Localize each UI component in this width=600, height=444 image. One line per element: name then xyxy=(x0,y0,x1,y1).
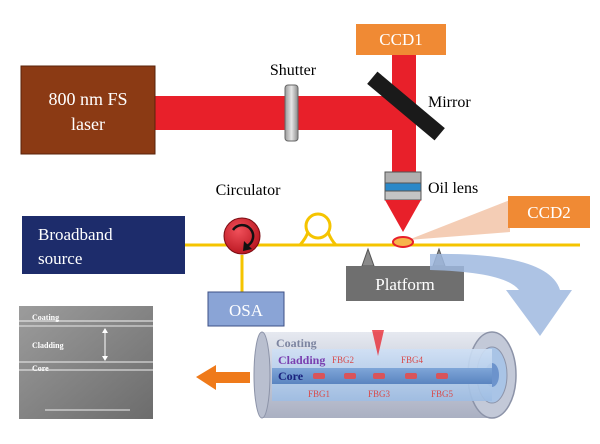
laser-label-line1: 800 nm FS xyxy=(48,89,127,109)
fiber-loop-lead-out xyxy=(326,231,338,247)
zoom-arrow-icon xyxy=(430,253,572,336)
osa: OSA xyxy=(207,291,285,327)
broadband-label-line2: source xyxy=(38,249,82,268)
ccd2-camera: CCD2 xyxy=(508,196,590,228)
laser-source: 800 nm FS laser xyxy=(20,65,156,155)
shutter-label: Shutter xyxy=(270,62,317,79)
fbg3-label: FBG3 xyxy=(368,389,391,399)
mirror-label: Mirror xyxy=(428,94,471,111)
core-label: Core xyxy=(278,369,304,383)
oil-lens-label: Oil lens xyxy=(428,180,478,197)
fbg5-label: FBG5 xyxy=(431,389,454,399)
grating-mark xyxy=(344,373,356,379)
grating-mark xyxy=(313,373,325,379)
ccd2-label: CCD2 xyxy=(527,203,570,222)
broadband-label-line1: Broadband xyxy=(38,225,113,244)
circulator: Circulator xyxy=(216,182,282,255)
oil-lens-objective: Oil lens xyxy=(384,171,478,232)
fiber-loop xyxy=(304,212,332,240)
inscription-beam xyxy=(372,330,384,356)
osa-label: OSA xyxy=(229,301,264,320)
fbg2-label: FBG2 xyxy=(332,355,354,365)
ccd1-label: CCD1 xyxy=(379,30,422,49)
fiber-micrograph: Coating Cladding Core xyxy=(19,306,153,419)
platform: Platform xyxy=(346,247,464,301)
fiber-detail-cylinder: Coating Cladding Core FBG2 FBG4 FBG1 FBG… xyxy=(253,330,517,419)
cladding-label: Cladding xyxy=(278,353,325,367)
grating-mark xyxy=(373,373,385,379)
ccd2-view-beam xyxy=(408,200,510,240)
circulator-label: Circulator xyxy=(216,182,282,199)
focal-spot xyxy=(392,236,414,248)
micrograph-core-label: Core xyxy=(32,364,49,373)
coating-label: Coating xyxy=(276,336,317,350)
ccd1-camera: CCD1 xyxy=(356,24,446,55)
broadband-source: Broadband source xyxy=(22,216,185,274)
platform-label: Platform xyxy=(375,275,435,294)
laser-label-line2: laser xyxy=(71,114,105,134)
micrograph-coating-label: Coating xyxy=(32,313,59,322)
orange-arrow-icon xyxy=(196,365,250,390)
fiber-loop-lead-in xyxy=(298,231,310,246)
fbg1-label: FBG1 xyxy=(308,389,330,399)
circulator-arrow-icon xyxy=(243,241,252,251)
grating-mark xyxy=(405,373,417,379)
mirror: Mirror xyxy=(367,71,471,141)
fbg4-label: FBG4 xyxy=(401,355,424,365)
shutter: Shutter xyxy=(270,62,317,142)
grating-mark xyxy=(436,373,448,379)
micrograph-cladding-label: Cladding xyxy=(32,341,64,350)
platform-clamp-left xyxy=(361,247,375,267)
